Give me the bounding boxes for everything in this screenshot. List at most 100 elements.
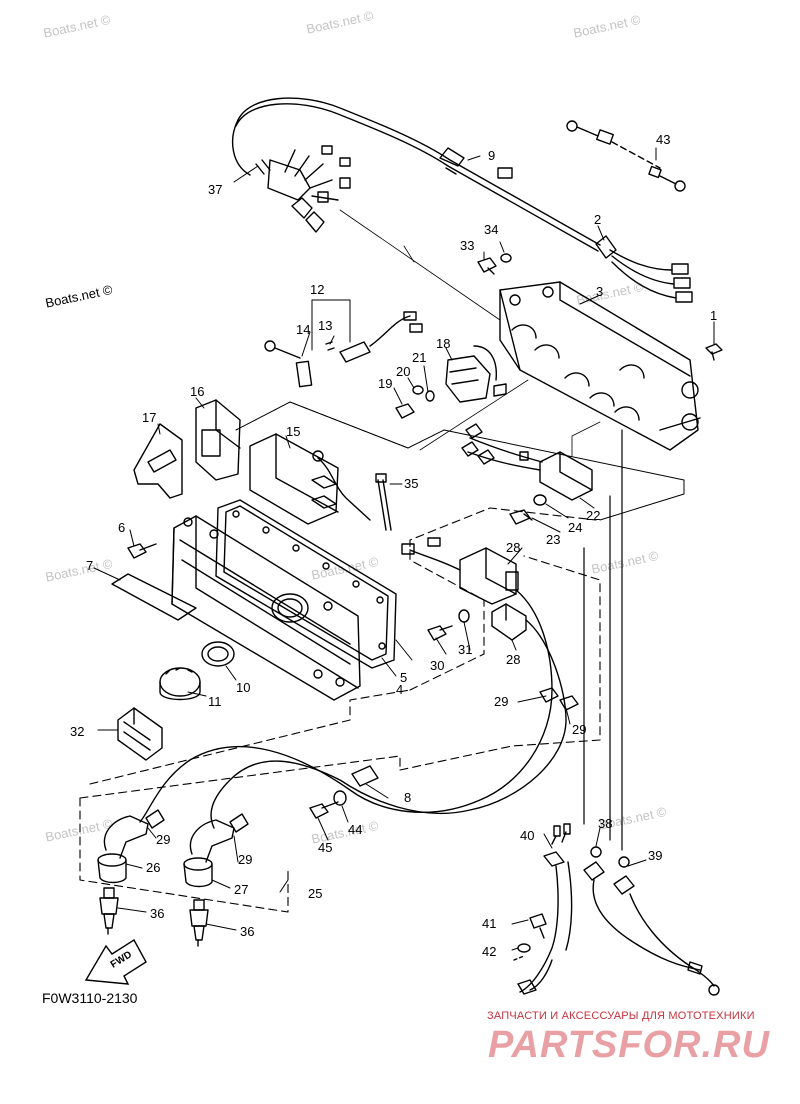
- callout-31: 31: [458, 642, 472, 657]
- gasket-5: [215, 499, 397, 669]
- callout-12: 12: [310, 282, 324, 297]
- washer-24: [533, 494, 547, 506]
- callout-13: 13: [318, 318, 332, 333]
- callout-8: 8: [404, 790, 411, 805]
- callout-22: 22: [586, 508, 600, 523]
- cap-11: [159, 667, 201, 701]
- callout-15: 15: [286, 424, 300, 439]
- group-outline-25: [79, 507, 601, 913]
- callout-25: 25: [308, 886, 322, 901]
- callout-4: 4: [396, 682, 403, 697]
- callout-40: 40: [520, 828, 534, 843]
- brand-name: PARTSFOR.RU: [488, 1024, 770, 1066]
- callout-30: 30: [430, 658, 444, 673]
- bolt-33: [477, 257, 497, 275]
- ht-leads: [139, 589, 579, 829]
- collar-44: [333, 790, 347, 806]
- callout-19: 19: [378, 376, 392, 391]
- bolt-6: [127, 543, 157, 559]
- callout-26: 26: [146, 860, 160, 875]
- callout-32: 32: [70, 724, 84, 739]
- diagram-code: F0W3110-2130: [42, 990, 138, 1006]
- bracket-3: [499, 281, 701, 451]
- leader-lines: [93, 147, 715, 951]
- cable-tie-35: [375, 473, 392, 531]
- callout-29-d: 29: [238, 852, 252, 867]
- brand-logo[interactable]: PARTSFOR.RU: [488, 1022, 770, 1067]
- cdi-unit-18: [445, 345, 507, 403]
- wire-harness-37: [231, 97, 601, 252]
- callout-45: 45: [318, 840, 332, 855]
- callout-34: 34: [484, 222, 498, 237]
- callout-36-left: 36: [150, 906, 164, 921]
- callout-18: 18: [436, 336, 450, 351]
- callout-35: 35: [404, 476, 418, 491]
- callout-10: 10: [236, 680, 250, 695]
- bolt-45: [309, 801, 339, 819]
- ignition-coil-28-upper: [401, 537, 519, 605]
- label-7: [111, 573, 197, 621]
- fuse-38: [583, 846, 701, 971]
- connection-lines: [289, 209, 601, 457]
- callout-38: 38: [598, 816, 612, 831]
- callout-29-a: 29: [494, 694, 508, 709]
- brand-tagline: ЗАПЧАСТИ И АКСЕССУАРЫ ДЛЯ МОТОТЕХНИКИ: [487, 1010, 755, 1022]
- washer-34: [500, 253, 512, 263]
- clamp-9: [439, 147, 513, 179]
- cover-16: [195, 399, 241, 481]
- fwd-arrow-icon: FWD: [84, 939, 147, 985]
- washer-42: [513, 943, 531, 961]
- callout-42: 42: [482, 944, 496, 959]
- battery-lead-clamp: [517, 959, 553, 995]
- callout-43: 43: [656, 132, 670, 147]
- bracket-17: [133, 423, 183, 499]
- callout-27: 27: [234, 882, 248, 897]
- callout-1: 1: [710, 308, 717, 323]
- rectifier-15: [249, 433, 371, 525]
- callout-44: 44: [348, 822, 362, 837]
- harness-plug-2: [595, 235, 693, 303]
- callout-9: 9: [488, 148, 495, 163]
- washer-20: [412, 385, 424, 395]
- ignition-coil-22: [461, 423, 593, 501]
- spark-plug-36-left: [99, 887, 119, 935]
- callout-5: 5: [400, 670, 407, 685]
- callout-29-b: 29: [572, 722, 586, 737]
- callout-33: 33: [460, 238, 474, 253]
- callout-20: 20: [396, 364, 410, 379]
- callout-3: 3: [596, 284, 603, 299]
- callout-6: 6: [118, 520, 125, 535]
- callout-28-upper: 28: [506, 540, 520, 555]
- callout-7: 7: [86, 558, 93, 573]
- plug-cap-26: [97, 809, 165, 884]
- fwd-label: FWD: [109, 949, 134, 970]
- callout-16: 16: [190, 384, 204, 399]
- box-4: [171, 515, 361, 701]
- bolt-30: [427, 625, 453, 641]
- callout-21: 21: [412, 350, 426, 365]
- washer-31: [458, 609, 470, 623]
- callout-28-lower: 28: [506, 652, 520, 667]
- fuse-holder-12: [264, 311, 423, 388]
- ignition-coil-28-lower: [491, 603, 527, 641]
- callout-24: 24: [568, 520, 582, 535]
- bolt-1: [705, 343, 723, 361]
- callout-17: 17: [142, 410, 156, 425]
- callout-11: 11: [208, 694, 222, 709]
- fuse-40: [519, 823, 573, 993]
- callout-2: 2: [594, 212, 601, 227]
- bolt-19: [395, 403, 415, 419]
- fuse-39: [613, 856, 720, 996]
- callout-37: 37: [208, 182, 222, 197]
- plug-cap-27: [183, 813, 249, 888]
- collar-21: [425, 390, 435, 402]
- callout-36-right: 36: [240, 924, 254, 939]
- spark-plug-36-right: [189, 899, 209, 947]
- callout-29-c: 29: [156, 832, 170, 847]
- callout-14: 14: [296, 322, 310, 337]
- holder-32: [117, 707, 163, 761]
- callout-41: 41: [482, 916, 496, 931]
- ground-lead-43: [566, 120, 686, 192]
- seal-10: [201, 641, 235, 667]
